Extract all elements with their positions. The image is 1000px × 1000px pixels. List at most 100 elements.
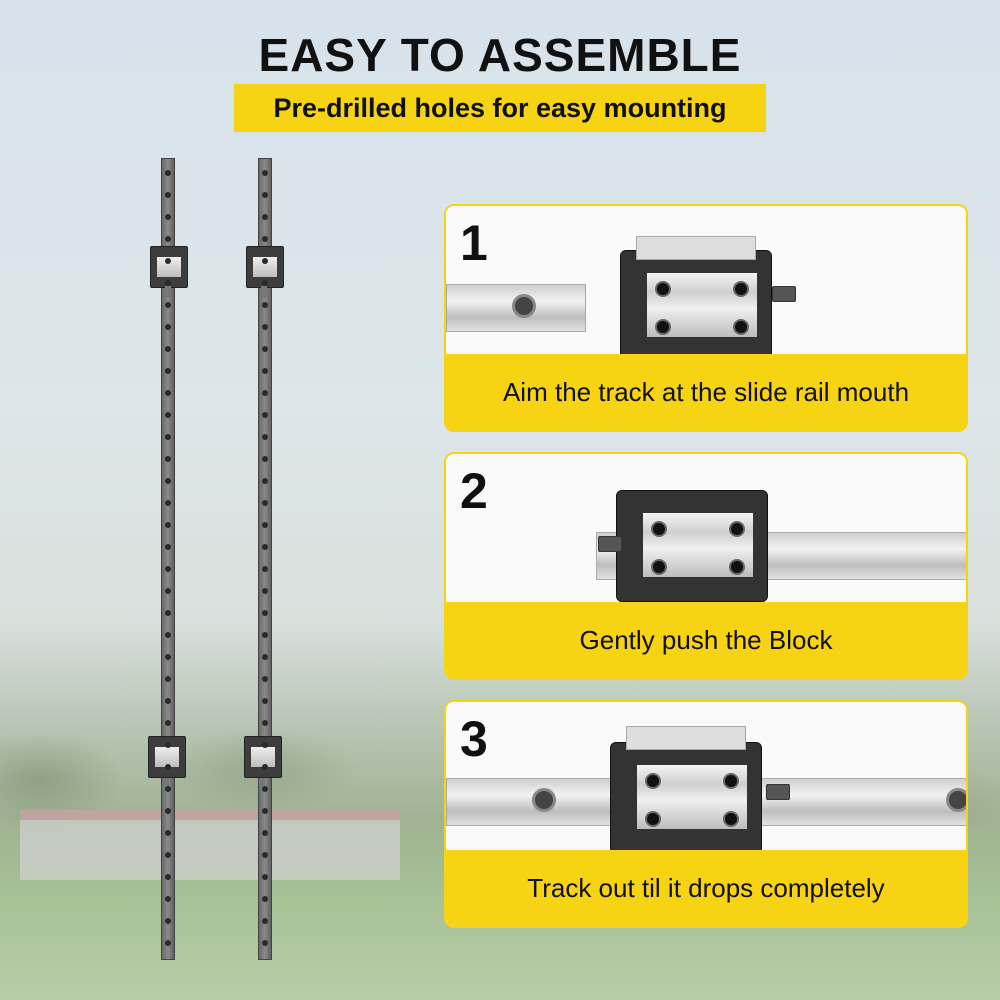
bolt-hole (733, 319, 749, 335)
step-number: 2 (460, 463, 488, 519)
step-caption-band: Aim the track at the slide rail mouth (446, 354, 966, 430)
bolt-hole (651, 521, 667, 537)
step-number: 1 (460, 215, 488, 271)
rail-mounting-hole (165, 588, 171, 594)
block-top (636, 236, 756, 260)
carriage-screw (261, 286, 267, 298)
rail-mounting-hole (165, 610, 171, 616)
rail-mounting-hole (262, 632, 268, 638)
rail-mounting-hole (262, 192, 268, 198)
step-card-2: 2 Gently push the Block (444, 452, 968, 680)
background-building (20, 810, 400, 880)
rail-mounting-hole (262, 214, 268, 220)
rail-mounting-hole (165, 698, 171, 704)
step-caption: Gently push the Block (579, 624, 833, 655)
rail-mounting-hole (165, 324, 171, 330)
rail-mounting-hole (262, 170, 268, 176)
page-title: EASY TO ASSEMBLE (258, 29, 742, 81)
carriage-screw (259, 778, 265, 790)
mounting-hole (946, 788, 966, 812)
mounting-hole (512, 294, 536, 318)
rail-mounting-hole (262, 544, 268, 550)
rail-mounting-hole (165, 478, 171, 484)
rail-mounting-hole (262, 610, 268, 616)
bolt-hole (723, 773, 739, 789)
bolt-hole (733, 281, 749, 297)
rail-mounting-hole (262, 324, 268, 330)
rail-mounting-hole (165, 192, 171, 198)
rail-mounting-hole (165, 566, 171, 572)
rail-mounting-hole (262, 654, 268, 660)
block-tab (766, 784, 790, 800)
rail-mounting-hole (165, 390, 171, 396)
rail-mounting-hole (262, 852, 268, 858)
slide-block (616, 490, 768, 602)
rail-mounting-hole (165, 346, 171, 352)
bolt-hole (645, 773, 661, 789)
rail-mounting-hole (262, 676, 268, 682)
page-subtitle: Pre-drilled holes for easy mounting (273, 92, 727, 123)
step-caption-band: Track out til it drops completely (446, 850, 966, 926)
slide-block (620, 250, 772, 362)
rail-mounting-hole (165, 742, 171, 748)
step-1-photo (446, 206, 966, 362)
block-tab (598, 536, 622, 552)
rail-mounting-hole (165, 918, 171, 924)
rail-mounting-hole (262, 346, 268, 352)
step-2-photo (446, 454, 966, 602)
bolt-hole (645, 811, 661, 827)
rail-mounting-hole (262, 918, 268, 924)
rail-mounting-hole (262, 698, 268, 704)
rail-mounting-hole (262, 720, 268, 726)
rail-mounting-hole (165, 522, 171, 528)
rail-mounting-hole (165, 720, 171, 726)
carriage-block (246, 246, 284, 288)
rail-mounting-hole (165, 632, 171, 638)
rail-mounting-hole (165, 544, 171, 550)
rail-mounting-hole (165, 764, 171, 770)
rail-mounting-hole (165, 412, 171, 418)
rail-mounting-hole (165, 874, 171, 880)
rail-mounting-hole (165, 676, 171, 682)
step-caption-band: Gently push the Block (446, 602, 966, 678)
rail-mounting-hole (262, 588, 268, 594)
slide-block (610, 742, 762, 854)
rail-mounting-hole (262, 500, 268, 506)
step-card-3: 3 Track out til it drops completely (444, 700, 968, 928)
rail-mounting-hole (165, 456, 171, 462)
rail-mounting-hole (165, 852, 171, 858)
rail-mounting-hole (262, 808, 268, 814)
rail-mounting-hole (262, 830, 268, 836)
step-caption: Aim the track at the slide rail mouth (502, 376, 910, 407)
block-tab (772, 286, 796, 302)
rail-mounting-hole (165, 940, 171, 946)
carriage-screw (163, 778, 169, 790)
rail-mounting-hole (165, 434, 171, 440)
rail-mounting-hole (165, 808, 171, 814)
subtitle-banner: Pre-drilled holes for easy mounting (234, 84, 766, 132)
rail-mounting-hole (262, 940, 268, 946)
rail-mounting-hole (165, 214, 171, 220)
rail-mounting-hole (262, 434, 268, 440)
rail-mounting-hole (165, 830, 171, 836)
rail-mounting-hole (165, 236, 171, 242)
carriage-screw (165, 286, 171, 298)
mounting-hole (532, 788, 556, 812)
step-caption: Track out til it drops completely (527, 872, 885, 903)
carriage-block (244, 736, 282, 778)
step-3-photo (446, 702, 966, 854)
rail-mounting-hole (262, 874, 268, 880)
rail-mounting-hole (262, 236, 268, 242)
rail-mounting-hole (262, 566, 268, 572)
rail-mounting-hole (165, 368, 171, 374)
rail-mounting-hole (165, 654, 171, 660)
rail-mounting-hole (262, 258, 268, 264)
rail-mounting-hole (165, 786, 171, 792)
rail-mounting-hole (262, 478, 268, 484)
bolt-hole (723, 811, 739, 827)
rail-mounting-hole (165, 280, 171, 286)
bolt-hole (729, 521, 745, 537)
bolt-hole (729, 559, 745, 575)
rail-mounting-hole (165, 302, 171, 308)
step-number: 3 (460, 711, 488, 767)
